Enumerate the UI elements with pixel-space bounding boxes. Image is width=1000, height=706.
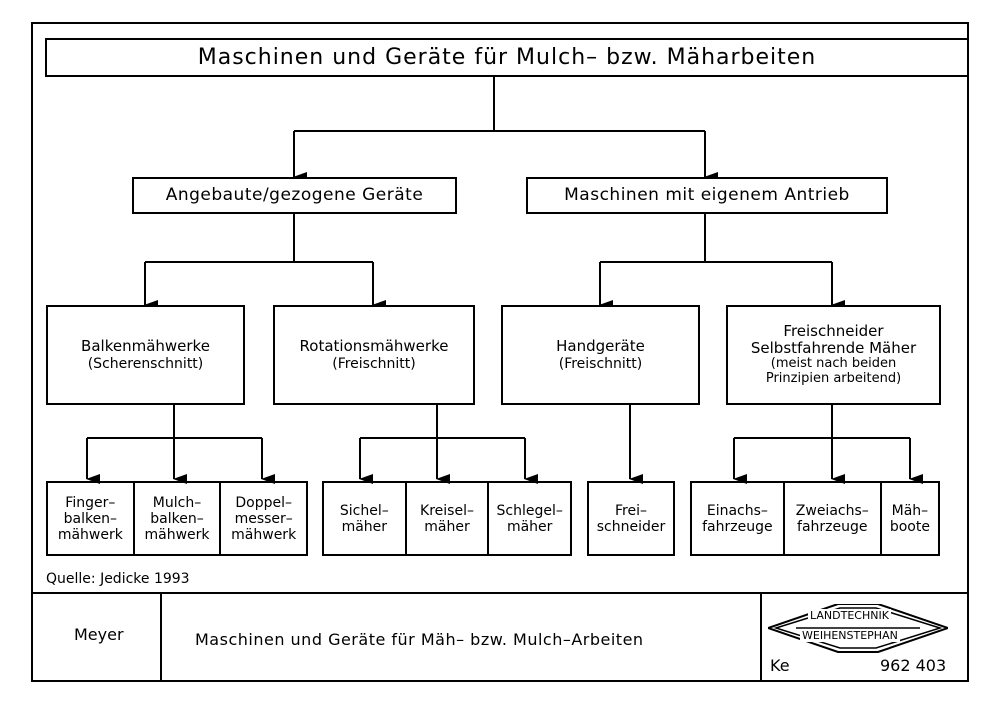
leaf-text: Mulch– <box>152 494 202 511</box>
leaf-kreiselmaeher: Kreisel– mäher <box>407 483 490 554</box>
leaf-text: Mäh– <box>891 502 929 519</box>
source-citation: Quelle: Jedicke 1993 <box>46 571 190 587</box>
leaf-text: Sichel– <box>339 502 389 519</box>
leaf-text: Einachs– <box>706 502 768 519</box>
node-maschinen-label: Maschinen mit eigenem Antrieb <box>564 184 850 205</box>
leaf-text: boote <box>889 518 930 535</box>
leaf-text: fahrzeuge <box>702 518 773 535</box>
hand-title: Handgeräte <box>556 337 645 356</box>
footer-divider-left <box>160 592 162 682</box>
node-angebaute-label: Angebaute/gezogene Geräte <box>165 184 424 205</box>
leaf-mulchbalkenmaehwerk: Mulch– balken– mähwerk <box>135 483 222 554</box>
rotation-title: Rotationsmähwerke <box>299 337 449 356</box>
leaf-text: Finger– <box>65 494 116 511</box>
leaf-sichelmaeher: Sichel– mäher <box>324 483 407 554</box>
leaf-text: balken– <box>150 510 204 527</box>
leaf-text: Kreisel– <box>420 502 474 519</box>
leaf-text: mäher <box>506 518 553 535</box>
leaf-text: mähwerk <box>231 526 297 543</box>
node-balkenmaehwerke: Balkenmähwerke (Scherenschnitt) <box>46 305 245 405</box>
balken-title: Balkenmähwerke <box>81 337 210 356</box>
node-handgeraete: Handgeräte (Freischnitt) <box>501 305 700 405</box>
leaf-text: Doppel– <box>235 494 292 511</box>
hand-subtitle: (Freischnitt) <box>558 355 643 372</box>
leaf-doppelmessermaehwerk: Doppel– messer– mähwerk <box>221 483 306 554</box>
leaf-text: Frei– <box>615 502 647 519</box>
leaf-fingerbalkenmaehwerk: Finger– balken– mähwerk <box>48 483 135 554</box>
leaf-text: Zweiachs– <box>795 502 869 519</box>
footer-caption: Maschinen und Geräte für Mäh– bzw. Mulch… <box>195 630 644 649</box>
footer-author: Meyer <box>74 625 124 644</box>
node-freischneider-selbstfahrend: Freischneider Selbstfahrende Mäher (meis… <box>726 305 941 405</box>
rotation-subtitle: (Freischnitt) <box>332 355 416 372</box>
leaf-zweiachsfahrzeuge: Zweiachs– fahrzeuge <box>785 483 882 554</box>
leaf-schlegelmaeher: Schlegel– mäher <box>489 483 570 554</box>
leaf-text: Schlegel– <box>496 502 563 519</box>
leaf-einachsfahrzeuge: Einachs– fahrzeuge <box>692 483 785 554</box>
leaf-row-rotation: Sichel– mäher Kreisel– mäher Schlegel– m… <box>322 481 572 556</box>
diagram-title-box: Maschinen und Geräte für Mulch– bzw. Mäh… <box>45 38 969 77</box>
footer-divider-horizontal <box>31 592 969 594</box>
leaf-text: mähwerk <box>57 526 123 543</box>
logo-text-line1: LANDTECHNIK <box>808 609 891 622</box>
balken-subtitle: (Scherenschnitt) <box>87 355 204 372</box>
leaf-text: balken– <box>63 510 118 527</box>
leaf-text: messer– <box>234 510 293 527</box>
leaf-text: mäher <box>341 518 388 535</box>
frei-note1: (meist nach beiden <box>770 356 897 372</box>
node-angebaute-geraete: Angebaute/gezogene Geräte <box>132 177 457 214</box>
leaf-text: schneider <box>596 518 666 535</box>
leaf-freischneider: Frei– schneider <box>589 483 673 554</box>
leaf-text: mäher <box>424 518 470 535</box>
leaf-text: fahrzeuge <box>797 518 868 535</box>
frei-title2: Selbstfahrende Mäher <box>750 339 917 358</box>
footer-code-left: Ke <box>770 656 790 675</box>
footer-divider-right <box>760 592 762 682</box>
leaf-text: mähwerk <box>144 526 210 543</box>
leaf-maehboote: Mäh– boote <box>882 483 938 554</box>
leaf-row-balken: Finger– balken– mähwerk Mulch– balken– m… <box>46 481 308 556</box>
landtechnik-logo <box>768 604 948 653</box>
frei-note2: Prinzipien arbeitend) <box>765 371 902 387</box>
node-rotationsmaehwerke: Rotationsmähwerke (Freischnitt) <box>273 305 475 405</box>
leaf-row-selbstfahrend: Einachs– fahrzeuge Zweiachs– fahrzeuge M… <box>690 481 940 556</box>
node-maschinen-eigener-antrieb: Maschinen mit eigenem Antrieb <box>526 177 888 214</box>
drawing-frame <box>31 22 969 682</box>
diagram-title: Maschinen und Geräte für Mulch– bzw. Mäh… <box>197 44 817 70</box>
frei-title: Freischneider <box>783 321 884 340</box>
footer-code-right: 962 403 <box>880 656 947 675</box>
logo-text-line2: WEIHENSTEPHAN <box>800 629 900 642</box>
leaf-row-hand: Frei– schneider <box>587 481 675 556</box>
